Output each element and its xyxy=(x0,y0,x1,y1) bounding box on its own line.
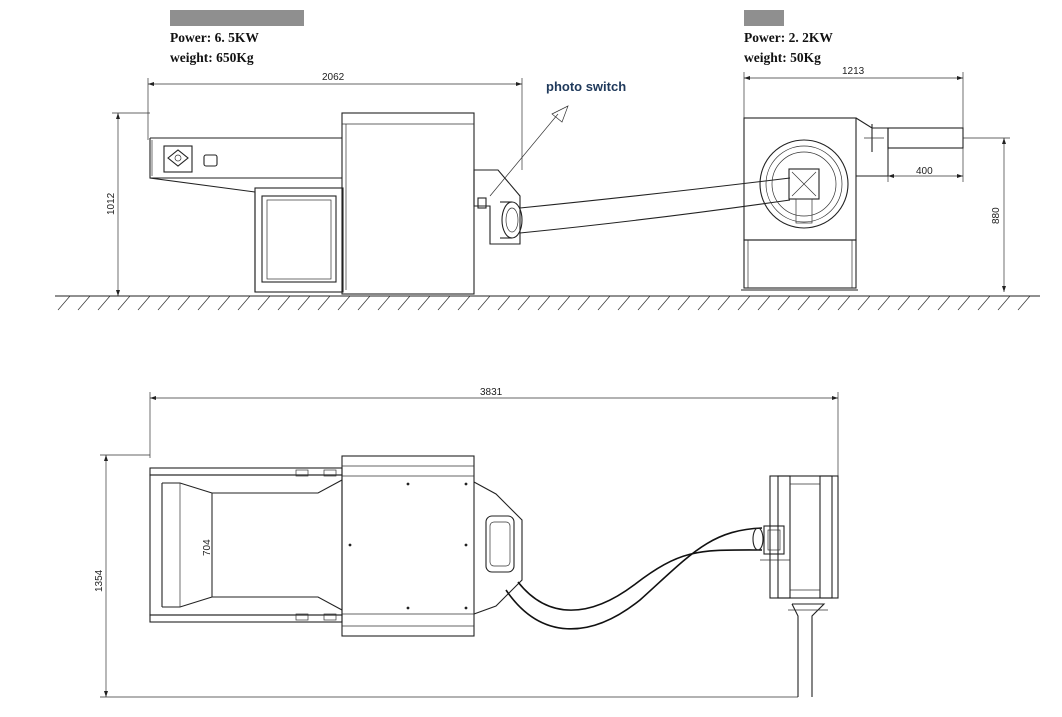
redacted-name-right xyxy=(744,10,784,26)
left-power-label: Power: 6. 5KW xyxy=(170,30,259,45)
right-machine-spec: Power: 2. 2KW weight: 50Kg xyxy=(744,10,833,65)
ground-line xyxy=(55,295,1040,311)
right-machine-elevation xyxy=(741,117,964,291)
dim-1213-label: 1213 xyxy=(842,66,865,77)
dimension-right-height: 880 xyxy=(963,137,1010,292)
dim-1012-label: 1012 xyxy=(106,192,117,215)
dim-704-label: 704 xyxy=(202,539,213,556)
left-machine-spec: Power: 6. 5KW weight: 650Kg xyxy=(170,10,304,65)
left-machine-plan xyxy=(149,455,523,637)
photo-switch-callout: photo switch xyxy=(489,79,626,197)
dimension-total-length: 3831 xyxy=(149,387,839,478)
dimension-left-height: 1012 xyxy=(106,112,150,296)
left-machine-elevation xyxy=(149,112,523,295)
left-weight-label: weight: 650Kg xyxy=(170,50,254,65)
right-power-label: Power: 2. 2KW xyxy=(744,30,833,45)
dimension-right-width: 1213 xyxy=(743,66,964,130)
dimension-inner-width: 704 xyxy=(202,493,213,597)
dim-2062-label: 2062 xyxy=(322,72,345,83)
dim-880-label: 880 xyxy=(991,207,1002,224)
dimension-duct: 400 xyxy=(887,148,964,182)
redacted-name-left xyxy=(170,10,304,26)
dim-400-label: 400 xyxy=(916,166,933,177)
dimension-total-width: 1354 xyxy=(94,454,798,698)
right-machine-plan xyxy=(760,475,839,697)
dimension-left-width: 2062 xyxy=(147,72,523,170)
photo-switch-label: photo switch xyxy=(546,79,626,94)
duct-plan xyxy=(505,527,764,630)
dim-1354-label: 1354 xyxy=(94,569,105,592)
duct-elevation xyxy=(519,177,791,234)
dim-3831-label: 3831 xyxy=(480,387,503,398)
right-weight-label: weight: 50Kg xyxy=(744,50,821,65)
